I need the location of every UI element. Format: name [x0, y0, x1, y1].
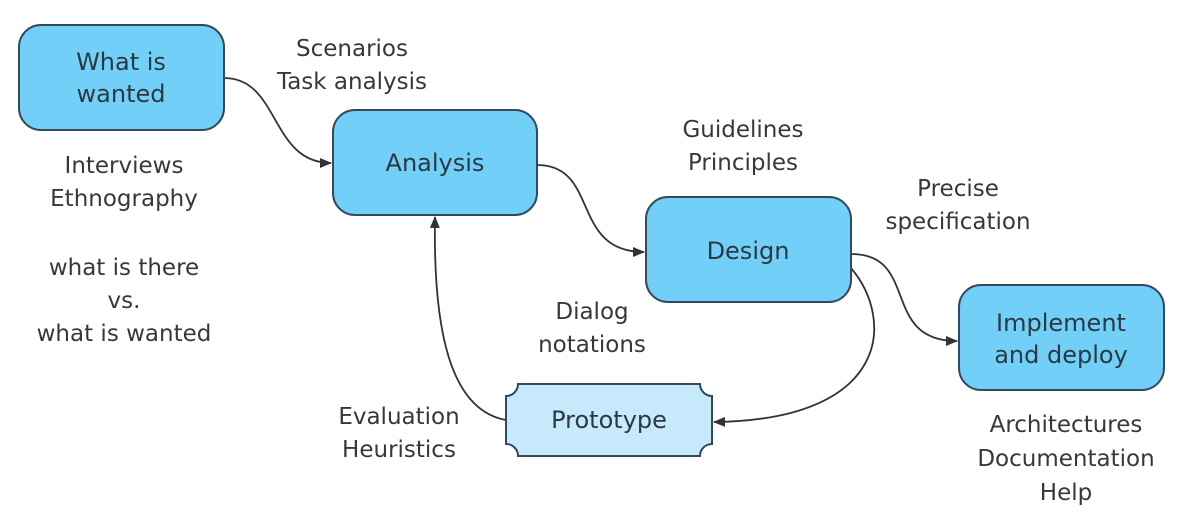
node-label: Analysis: [386, 149, 485, 177]
annotation-dialog-notations: Dialog notations: [538, 299, 646, 358]
node-prototype: Prototype: [505, 383, 713, 457]
annotation-line: Scenarios: [296, 36, 408, 62]
annotation-interviews: Interviews Ethnography: [50, 153, 198, 212]
annotation-line: Help: [1040, 480, 1092, 506]
annotation-line: Evaluation: [338, 404, 459, 430]
annotation-precise-specification: Precise specification: [885, 176, 1030, 235]
annotation-architectures: Architectures Documentation Help: [977, 412, 1154, 506]
node-label: Implement: [996, 309, 1126, 337]
node-design: Design: [645, 196, 852, 303]
annotation-line: Documentation: [977, 446, 1154, 472]
annotation-line: Architectures: [990, 412, 1143, 438]
node-label: Design: [707, 237, 790, 265]
node-label: wanted: [77, 80, 166, 108]
annotation-line: Guidelines: [682, 117, 803, 143]
edge-design-to-implement: [850, 253, 958, 346]
annotation-line: what is there: [49, 255, 199, 281]
node-implement-and-deploy: Implement and deploy: [958, 284, 1165, 391]
annotation-line: Ethnography: [50, 186, 198, 212]
node-label: and deploy: [994, 341, 1128, 369]
annotation-line: Precise: [917, 176, 999, 202]
edge-analysis-to-design: [536, 164, 645, 257]
annotation-guidelines: Guidelines Principles: [682, 117, 803, 176]
annotation-line: Heuristics: [342, 437, 456, 463]
annotation-line: notations: [538, 332, 646, 358]
node-label: What is: [76, 48, 166, 76]
edge-prototype-to-analysis: [429, 216, 507, 421]
node-label: Prototype: [551, 406, 667, 434]
edge-design-to-prototype: [713, 267, 876, 427]
annotation-scenarios: Scenarios Task analysis: [276, 36, 427, 95]
annotation-line: specification: [885, 209, 1030, 235]
annotation-what-is-there: what is there vs. what is wanted: [37, 255, 212, 347]
annotation-line: Dialog: [555, 299, 628, 325]
annotation-evaluation: Evaluation Heuristics: [338, 404, 459, 463]
annotation-line: Task analysis: [276, 69, 427, 95]
annotation-line: Principles: [688, 150, 798, 176]
annotation-line: vs.: [108, 288, 141, 314]
annotation-line: Interviews: [65, 153, 184, 179]
node-analysis: Analysis: [332, 109, 538, 216]
node-what-is-wanted: What is wanted: [18, 24, 225, 131]
edge-wanted-to-analysis: [223, 77, 332, 168]
annotation-line: what is wanted: [37, 321, 212, 347]
